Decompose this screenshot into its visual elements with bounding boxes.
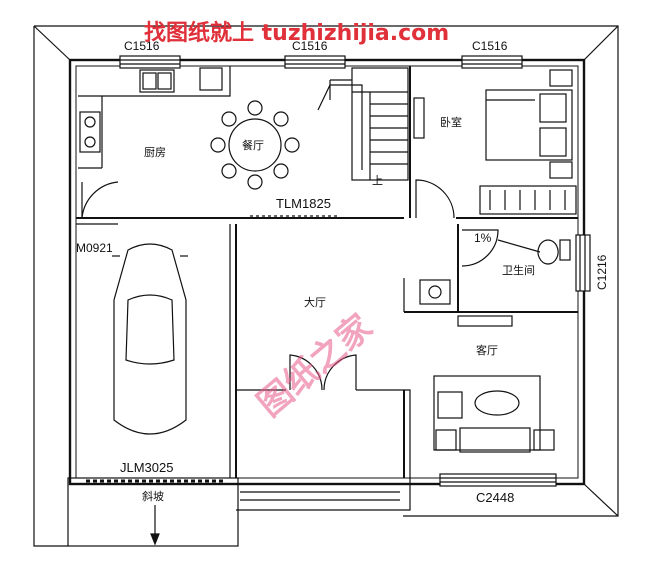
bed	[485, 89, 573, 161]
rug	[433, 375, 541, 451]
door-label-garage: JLM3025	[120, 460, 173, 475]
room-label-bathroom: 卫生间	[502, 263, 535, 277]
wardrobe	[479, 185, 577, 215]
bedroom-door	[415, 179, 455, 219]
armchair	[437, 391, 463, 419]
door-label-garage-side: M0921	[76, 241, 113, 255]
watermark-diagonal: 图纸之家	[250, 307, 380, 425]
nightstand-top	[549, 69, 573, 87]
fridge	[199, 67, 223, 91]
eave-outline	[34, 25, 619, 517]
toilet	[537, 239, 559, 265]
eave-outline-left	[33, 26, 68, 547]
stair-arrow	[317, 84, 363, 170]
sofa	[459, 427, 531, 453]
entrance-porch-r	[236, 389, 411, 511]
door-label-sliding: TLM1825	[276, 196, 331, 211]
shower-line	[497, 239, 541, 253]
side-table-right	[533, 429, 555, 451]
window-label-top-middle: C1516	[292, 39, 328, 53]
watermark-top: 找图纸就上 tuzhizhijia.com	[144, 20, 449, 46]
ramp-arrow-head	[150, 533, 160, 546]
eave-corner-tr	[583, 25, 619, 61]
dining-chairs	[210, 100, 300, 190]
garage-side-door	[81, 181, 119, 219]
bath-sink	[419, 279, 451, 305]
bedroom-desk	[413, 97, 425, 139]
room-label-bedroom: 卧室	[440, 115, 462, 129]
room-label-living: 客厅	[476, 343, 498, 357]
room-label-dining: 餐厅	[242, 138, 264, 152]
eave-corner-tl	[33, 25, 71, 61]
window-label-right-side: C1216	[595, 254, 609, 290]
slope-mark: 1%	[474, 231, 492, 245]
window-label-top-right: C1516	[472, 39, 508, 53]
dining-table	[228, 118, 282, 172]
room-label-ramp: 斜坡	[142, 490, 164, 503]
stair-treads	[329, 79, 408, 180]
eave-corner-br	[583, 483, 619, 517]
room-label-hall: 大厅	[304, 295, 326, 309]
room-label-kitchen: 厨房	[144, 146, 166, 159]
window-bottom-right	[439, 473, 557, 487]
window-top-middle	[284, 55, 346, 69]
staircase	[351, 67, 409, 181]
ramp	[67, 477, 239, 547]
window-label-bottom-right: C2448	[476, 490, 514, 505]
front-door-left	[289, 354, 323, 391]
nightstand-bottom	[549, 161, 573, 179]
bathroom-door	[461, 229, 499, 267]
side-table-left	[435, 429, 457, 451]
stair-up-label: 上	[372, 174, 383, 187]
kitchen-sink	[139, 69, 175, 93]
window-label-top-left: C1516	[124, 39, 160, 53]
stove	[79, 111, 101, 153]
window-top-right	[461, 55, 523, 69]
window-top-left	[119, 55, 181, 69]
window-right-side	[575, 234, 591, 292]
kitchen-counter	[78, 66, 231, 97]
front-door-right	[323, 354, 357, 391]
car	[112, 243, 188, 435]
tv-cabinet	[457, 315, 513, 327]
coffee-table	[474, 390, 520, 416]
